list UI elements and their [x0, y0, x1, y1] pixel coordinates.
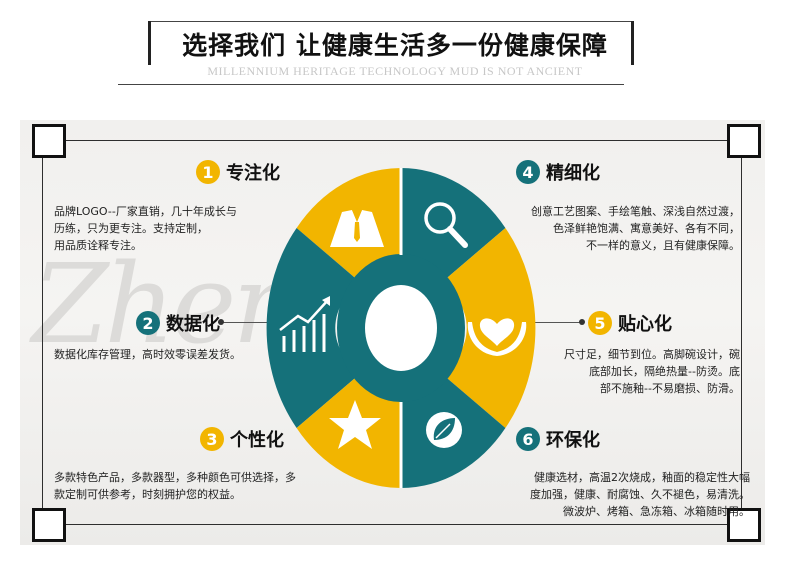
- feature-6-description: 健康选材，高温2次烧成，釉面的稳定性大幅 度加强，健康、耐腐蚀、久不褪色，易清洗…: [530, 471, 750, 518]
- wheel-segment-4: [401, 167, 506, 287]
- header-title: 选择我们 让健康生活多一份健康保障: [182, 31, 608, 60]
- wheel-segment-2: [266, 228, 366, 428]
- connector-2: [218, 322, 288, 323]
- feature-1-description: 品牌LOGO--厂家直销，几十年成长与 历练，只为更专注。支持定制， 用品质诠释…: [54, 205, 237, 252]
- star-icon: [329, 400, 381, 449]
- feature-5-dot: [579, 319, 585, 325]
- feature-4-title: 精细化: [546, 163, 600, 184]
- feature-3-description: 多款特色产品，多款器型，多种颜色可供选择，多 款定制可供参考，时刻拥护您的权益。: [54, 471, 296, 501]
- feature-3-heading: 3 个性化: [200, 426, 284, 452]
- connector-5: [522, 322, 582, 323]
- feature-1-title: 专注化: [226, 163, 280, 184]
- header-line-top: [148, 21, 634, 22]
- header-line-bottom: [118, 84, 624, 85]
- suit-icon: [330, 208, 384, 247]
- feature-5-description: 尺寸足，细节到位。高脚碗设计，碗 底部加长，隔绝热量--防烫。底 部不施釉--不…: [564, 348, 740, 395]
- feature-2-dot: [218, 319, 224, 325]
- feature-1-heading: 1 专注化: [196, 159, 280, 185]
- watermark: Zhen: [32, 240, 303, 368]
- corner-square-top-right: [727, 124, 761, 158]
- feature-5-title: 贴心化: [618, 314, 672, 335]
- header: 选择我们 让健康生活多一份健康保障 MILLENNIUM HERITAGE TE…: [0, 0, 790, 110]
- heart-hands-icon: [467, 318, 527, 356]
- feature-1-number: 1: [196, 160, 220, 184]
- header-subtitle: MILLENNIUM HERITAGE TECHNOLOGY MUD IS NO…: [207, 64, 583, 78]
- feature-4-number: 4: [516, 160, 540, 184]
- magnifier-icon: [424, 202, 468, 248]
- panel-frame: [42, 140, 742, 525]
- feature-6-number: 6: [516, 427, 540, 451]
- feature-4-heading: 4 精细化: [516, 159, 600, 185]
- corner-square-top-left: [32, 124, 66, 158]
- feature-3-title: 个性化: [230, 430, 284, 451]
- feature-3-number: 3: [200, 427, 224, 451]
- feature-5-number: 5: [588, 311, 612, 335]
- feature-2-description: 数据化库存管理，高时效零误差发货。: [54, 348, 241, 361]
- feature-2-number: 2: [136, 311, 160, 335]
- wheel-center-hole: [365, 285, 437, 371]
- growth-chart-icon: [279, 296, 330, 352]
- feature-6-title: 环保化: [546, 430, 600, 451]
- feature-2-title: 数据化: [166, 314, 220, 335]
- corner-square-bottom-right: [727, 508, 761, 542]
- feature-5-heading: 5 贴心化: [588, 310, 672, 336]
- leaf-icon: [426, 412, 462, 448]
- feature-2-heading: 2 数据化: [136, 310, 220, 336]
- header-bracket-right: [631, 21, 634, 65]
- header-bracket-left: [148, 21, 151, 65]
- feature-4-description: 创意工艺图案、手绘笔触、深浅自然过渡， 色泽鲜艳饱满、寓意美好、各有不同， 不一…: [531, 205, 740, 252]
- feature-6-heading: 6 环保化: [516, 426, 600, 452]
- corner-square-bottom-left: [32, 508, 66, 542]
